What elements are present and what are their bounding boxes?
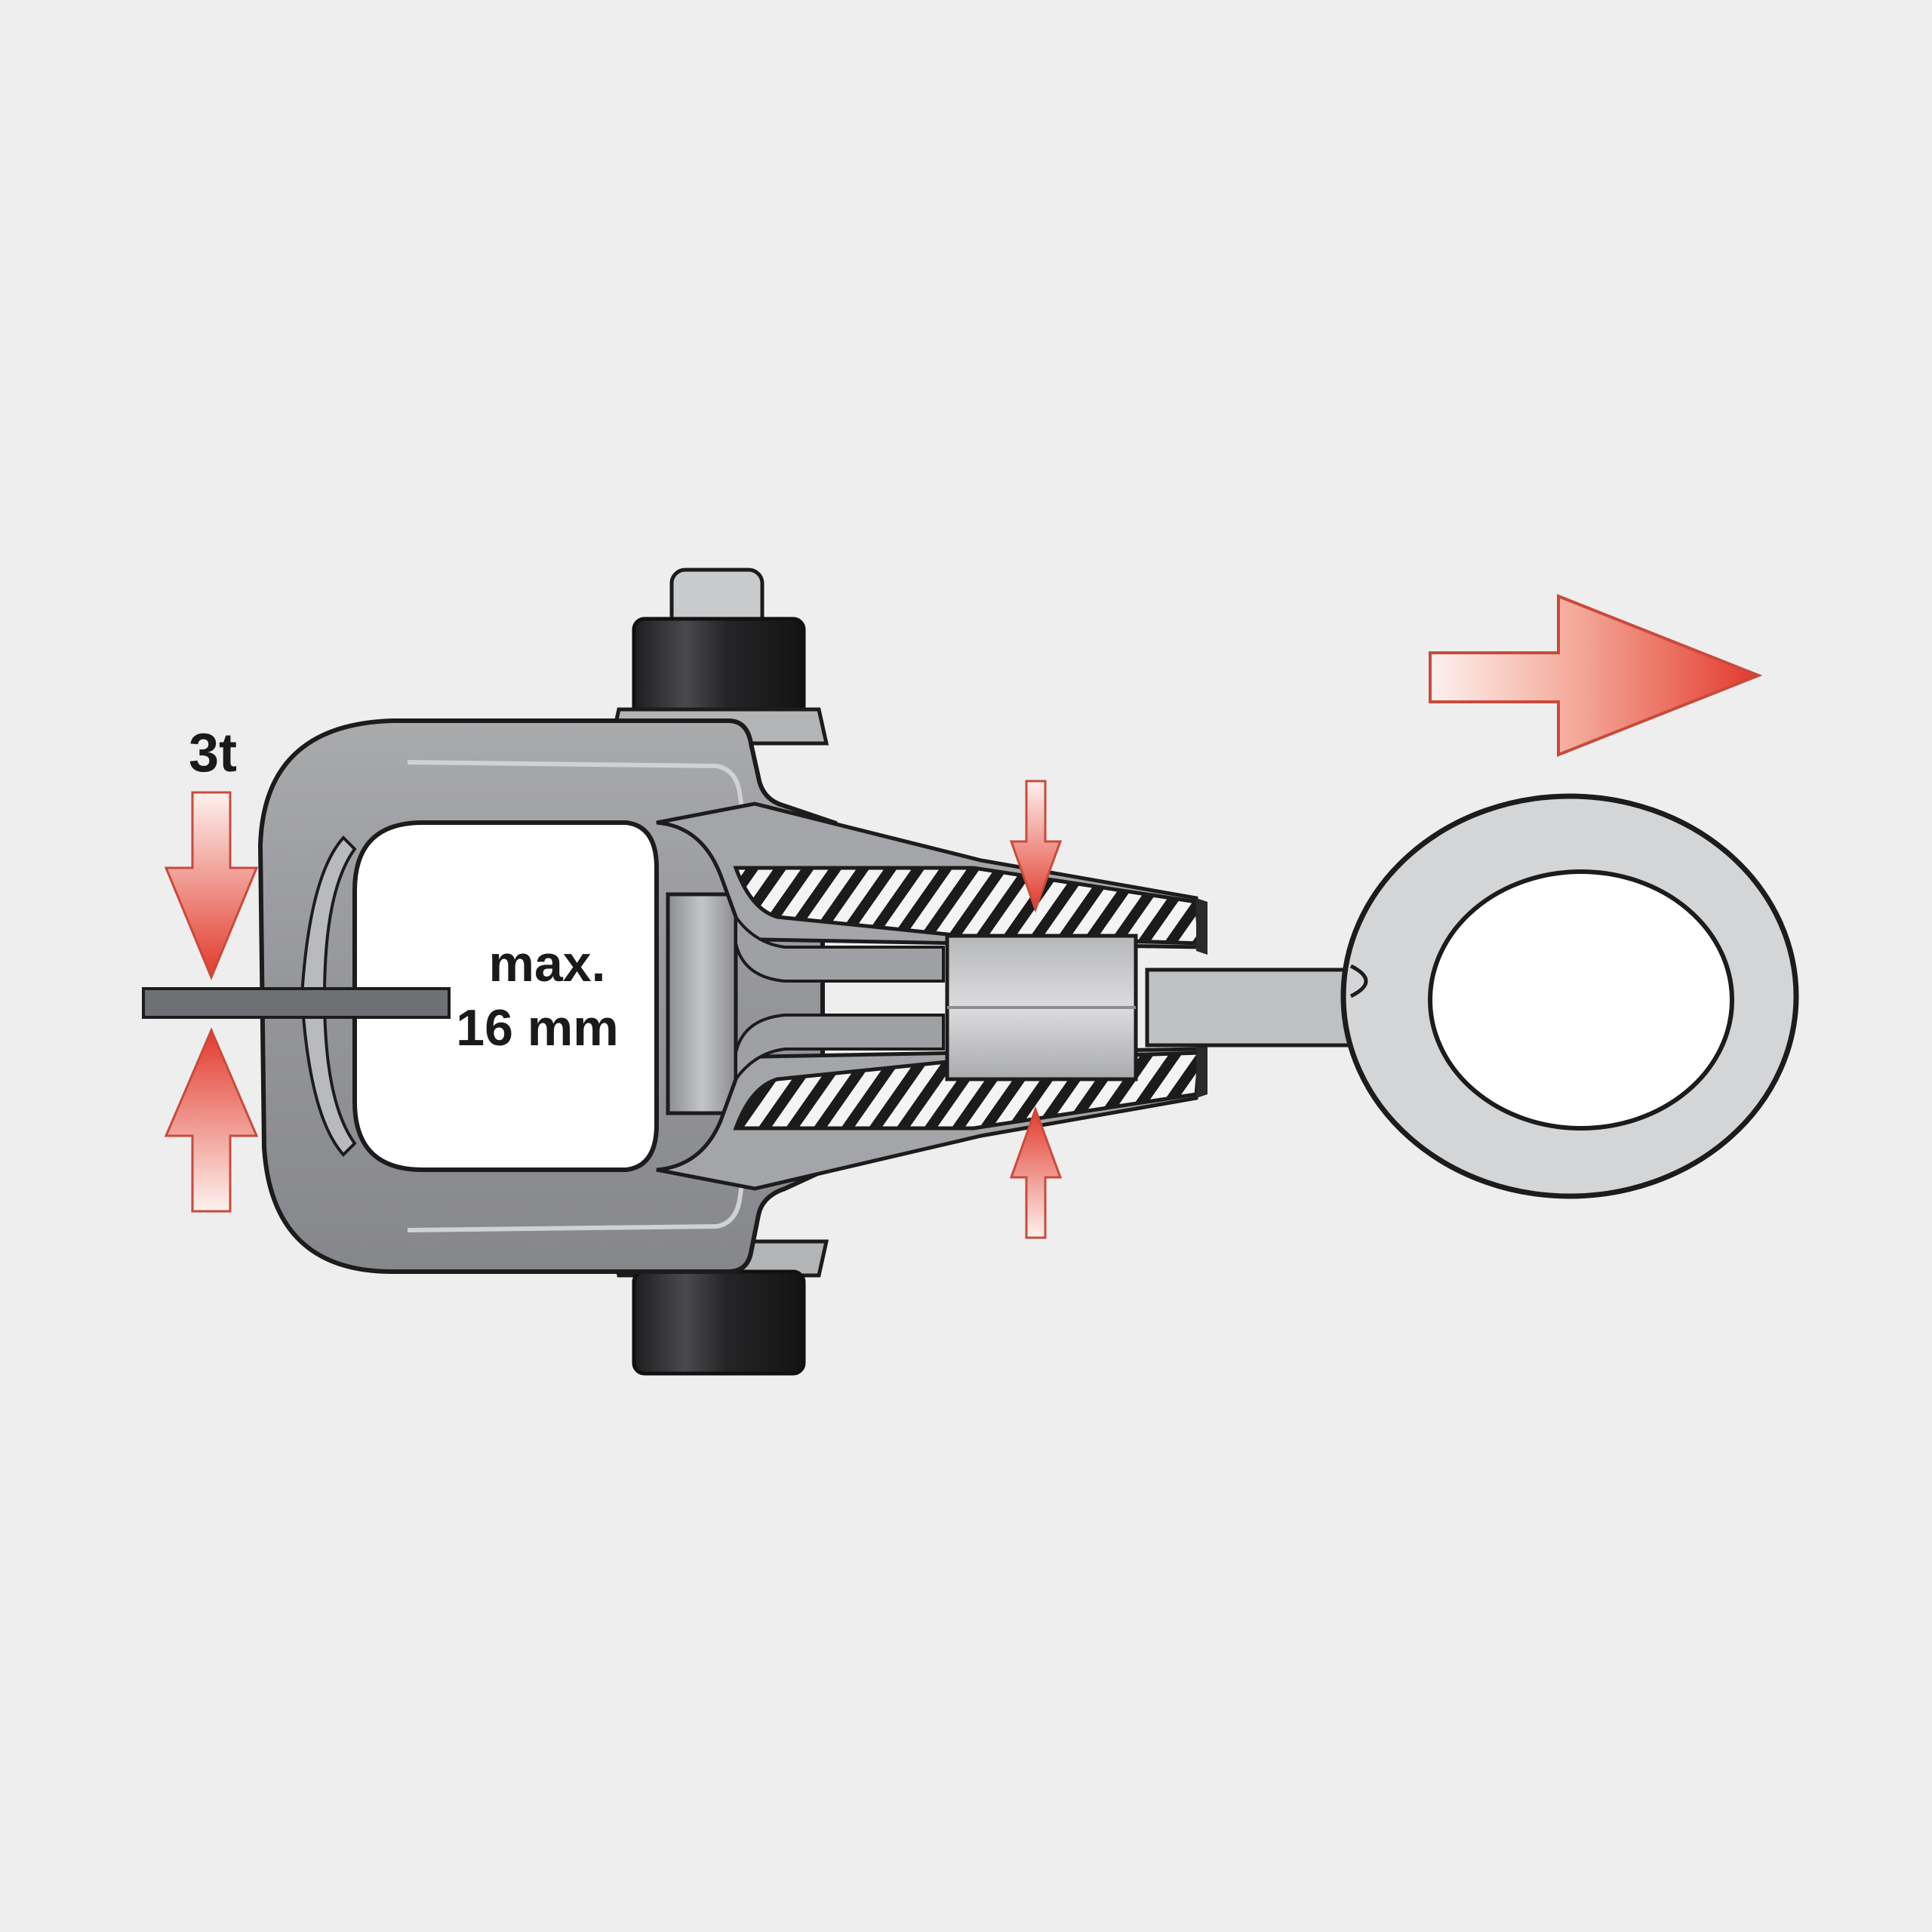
arrow-up-icon xyxy=(164,1027,259,1213)
pull-rod xyxy=(1145,968,1376,1048)
lower-wedge-tip xyxy=(1196,1041,1208,1098)
force-rating-label: 3t xyxy=(189,723,237,783)
top-nut xyxy=(632,617,806,719)
max-label-line1: max. xyxy=(489,935,606,992)
arrow-down-icon xyxy=(1009,780,1063,913)
eye-ring-hole xyxy=(1428,869,1734,1131)
sheet-metal-plate xyxy=(142,987,451,1019)
arrow-up-icon xyxy=(1009,1106,1063,1239)
max-label-line2: 16 mm xyxy=(456,999,618,1057)
left-jaw-face xyxy=(300,835,357,1157)
center-pin xyxy=(666,892,738,1115)
upper-jaw-plate xyxy=(734,912,945,983)
wedge-clamp-arrows xyxy=(1009,780,1063,1239)
bottom-nut xyxy=(632,1269,806,1376)
upper-wedge-tip xyxy=(1196,898,1208,955)
eye-ring xyxy=(1340,793,1799,1199)
left-clamp-arrows xyxy=(164,791,259,1213)
lower-jaw-plate xyxy=(734,1014,945,1084)
eye-ring-joint xyxy=(1349,964,1368,998)
clamp-body xyxy=(257,718,838,1274)
frame-highlight xyxy=(407,760,746,1232)
arrow-down-icon xyxy=(164,791,259,980)
jaw-opening xyxy=(352,820,659,1172)
arrow-right-icon xyxy=(1429,594,1763,757)
